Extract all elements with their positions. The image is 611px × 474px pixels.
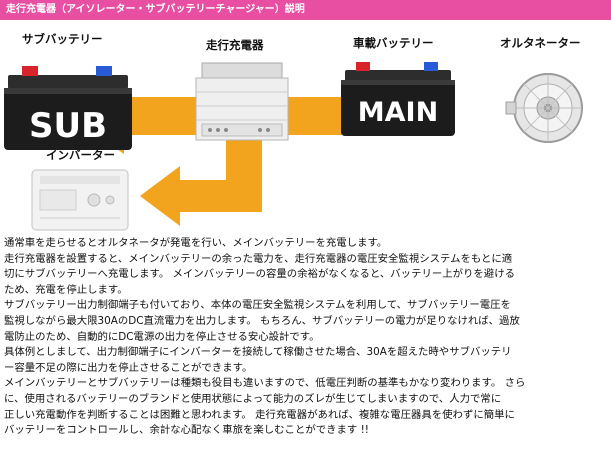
alternator-icon [505,73,583,143]
inverter-icon [31,169,129,231]
label-alternator: オルタネーター [500,36,581,50]
header-title: 走行充電器（アイソレーター・サブバッテリーチャージャー）説明 [6,4,305,15]
description-line: メインバッテリーとサブバッテリーは種類も役目も違いますので、低電圧判断の基準もか… [4,377,526,390]
description-line: 正しい充電動作を判断することは困難と思われます。 走行充電器があれば、複雑な電圧… [4,408,515,421]
description-text: 通常車を走らせるとオルタネータが発電を行い、メインバッテリーを充電します。 走行… [4,236,607,439]
description-line: ため、充電を停止します。 [4,283,128,296]
description-line: 電防止のため、自動的にDC電源の出力を停止させる安心設計です。 [4,330,320,343]
sub-battery-icon: SUB [4,66,132,150]
diagram-artwork: SUB MAIN [4,62,583,231]
description-line: 具体例としまして、出力制御端子にインバーターを接続して稼働させた場合、30Aを超… [4,346,512,359]
description-line: に、使用されるバッテリーのブランドと使用状態によって能力のズレが生じてしまいます… [4,392,502,405]
description-line: サブバッテリー出力制御端子も付いており、本体の電圧安全監視システムを利用して、サ… [4,299,511,312]
arrow-charger-to-inverter [140,120,262,226]
main-battery-text: MAIN [358,97,438,128]
description-line: 監視しながら最大限30AのDC直流電力を出力します。 もちろん、サブバッテリーの… [4,314,520,327]
label-inverter: インバーター [46,148,115,162]
description-line: バッテリーをコントロールし、余計な心配なく車旅を楽しむことができます !! [4,424,369,437]
description-line: 通常車を走らせるとオルタネータが発電を行い、メインバッテリーを充電します。 [4,237,388,249]
header-title-bar: 走行充電器（アイソレーター・サブバッテリーチャージャー）説明 [0,0,611,20]
charger-unit-icon [195,62,289,141]
charging-diagram: SUB MAIN [0,20,611,232]
label-main-battery: 車載バッテリー [353,36,434,50]
label-charger: 走行充電器 [206,38,264,52]
description-line: 走行充電器を設置すると、メインバッテリーの余った電力を、走行充電器の電圧安全監視… [4,252,513,265]
sub-battery-text: SUB [29,106,107,146]
description-line: 切にサブバッテリーへ充電します。 メインバッテリーの容量の余裕がなくなると、バッ… [4,268,515,281]
description-line: ー容量不足の際に出力を停止させることができます。 [4,361,253,374]
label-sub-battery: サブバッテリー [22,32,103,46]
main-battery-icon: MAIN [341,62,455,136]
